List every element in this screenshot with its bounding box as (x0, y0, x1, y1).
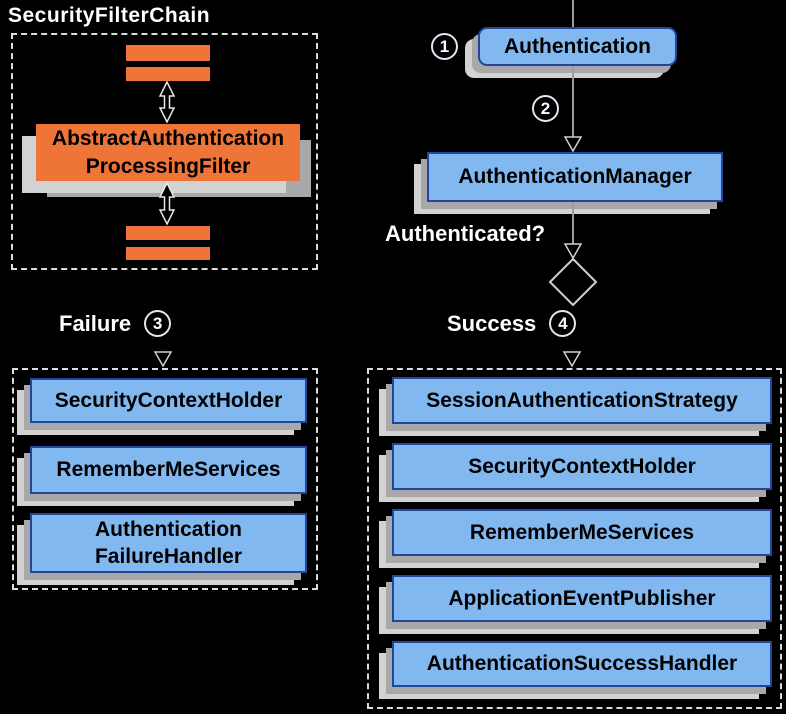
application-event-publisher-box: ApplicationEventPublisher (392, 575, 772, 622)
filter-bar (126, 45, 210, 61)
security-filter-chain-box (11, 33, 318, 270)
failure-label-row: Failure 3 (59, 310, 172, 337)
remember-me-services-box: RememberMeServices (30, 446, 307, 494)
step-1-badge: 1 (431, 33, 458, 60)
filter-bar (126, 247, 210, 260)
step-3-badge: 3 (144, 310, 172, 337)
filter-bar (126, 67, 210, 81)
arrowhead-to-authentication-manager (563, 136, 583, 153)
step-4-badge: 4 (549, 310, 577, 337)
authenticated-question-label: Authenticated? (385, 221, 546, 246)
authentication-success-handler-box: AuthenticationSuccessHandler (392, 641, 772, 687)
security-context-holder-success-box: SecurityContextHolder (392, 443, 772, 490)
session-authentication-strategy-box: SessionAuthenticationStrategy (392, 377, 772, 424)
decision-diamond (548, 257, 598, 307)
security-context-holder-box: SecurityContextHolder (30, 378, 307, 423)
success-handlers-box (367, 368, 782, 709)
arrowhead-to-failure-box (153, 351, 173, 368)
authentication-manager-box: AuthenticationManager (427, 152, 723, 202)
failure-label: Failure (59, 310, 132, 336)
authentication-failure-handler-box: Authentication FailureHandler (30, 513, 307, 573)
authentication-box: Authentication (478, 27, 677, 66)
abstract-authentication-processing-filter-box: AbstractAuthentication ProcessingFilter (36, 124, 300, 181)
success-label-row: Success 4 (447, 310, 577, 337)
security-filter-chain-title: SecurityFilterChain (8, 4, 211, 27)
arrowhead-to-success-box (562, 351, 582, 368)
arrowhead-to-decision (563, 243, 583, 260)
step-2-badge: 2 (532, 95, 559, 122)
failure-handlers-box (12, 368, 318, 590)
success-label: Success (447, 310, 537, 336)
remember-me-services-success-box: RememberMeServices (392, 509, 772, 556)
filter-bar (126, 226, 210, 240)
